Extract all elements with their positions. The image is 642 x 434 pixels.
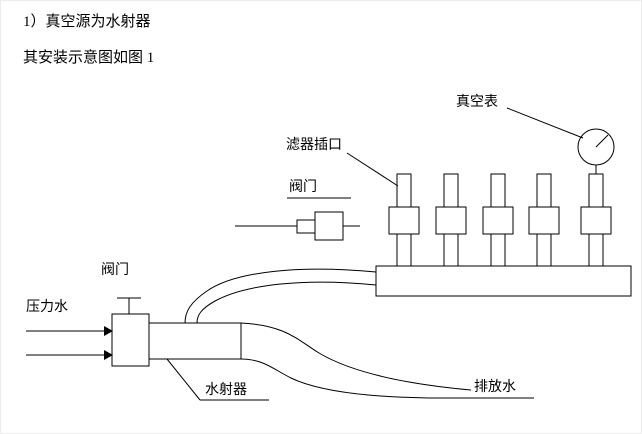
port-stem-bottom <box>490 233 506 267</box>
inlet-valve-body <box>111 313 150 367</box>
valve-body <box>314 211 344 241</box>
inline-valve-symbol <box>235 211 360 241</box>
manifold-port-5 <box>580 173 612 267</box>
valve-actuator <box>296 219 316 234</box>
port-valve-block <box>482 206 514 235</box>
discharge-stream <box>240 322 472 399</box>
port-valve-block <box>528 206 560 235</box>
port-stem-top <box>588 173 604 208</box>
port-stem-top <box>490 173 506 208</box>
label-valve-top: 阀门 <box>289 179 317 195</box>
label-water-ejector: 水射器 <box>205 382 247 398</box>
port-valve-block <box>580 206 612 235</box>
label-filter-port: 滤器插口 <box>286 137 342 153</box>
vacuum-gauge <box>577 128 615 174</box>
port-stem-bottom <box>536 233 552 267</box>
inlet-valve <box>111 297 150 367</box>
label-pressure-water: 压力水 <box>26 299 68 315</box>
arrow-head <box>104 326 113 336</box>
ejector-leader-line <box>166 358 201 401</box>
heading-line-1: 1）真空源为水射器 <box>23 12 151 30</box>
manifold-port-3 <box>482 173 514 267</box>
port-stem-bottom <box>588 233 604 267</box>
pipe-wall-top <box>184 268 377 324</box>
port-stem-top <box>536 173 552 208</box>
port-stem-bottom <box>443 233 459 267</box>
vacuum-gauge-leader-line <box>506 107 584 139</box>
port-stem-bottom <box>396 233 412 267</box>
discharge-curve-bottom <box>240 358 430 399</box>
label-discharge-water: 排放水 <box>474 379 516 395</box>
gauge-needle <box>595 134 609 148</box>
heading-line-2: 其安装示意图如图 1 <box>23 48 154 66</box>
ejector-body <box>148 322 242 360</box>
port-valve-block <box>435 206 467 235</box>
manifold-port-1 <box>388 173 420 267</box>
main-vacuum-pipe <box>184 268 377 324</box>
port-stem-top <box>443 173 459 208</box>
port-stem-top <box>396 173 412 208</box>
pressure-water-arrow-bottom <box>26 350 113 360</box>
arrow-head <box>104 350 113 360</box>
manifold-body <box>375 265 632 297</box>
manifold-port-2 <box>435 173 467 267</box>
manifold-port-4 <box>528 173 560 267</box>
discharge-curve-top <box>240 322 472 391</box>
pressure-water-arrow-top <box>26 326 113 336</box>
label-vacuum-gauge: 真空表 <box>456 94 498 110</box>
pipe-wall-bottom <box>196 281 377 324</box>
label-valve-inlet: 阀门 <box>101 262 129 278</box>
filter-port-leader-line <box>346 152 399 187</box>
port-valve-block <box>388 206 420 235</box>
